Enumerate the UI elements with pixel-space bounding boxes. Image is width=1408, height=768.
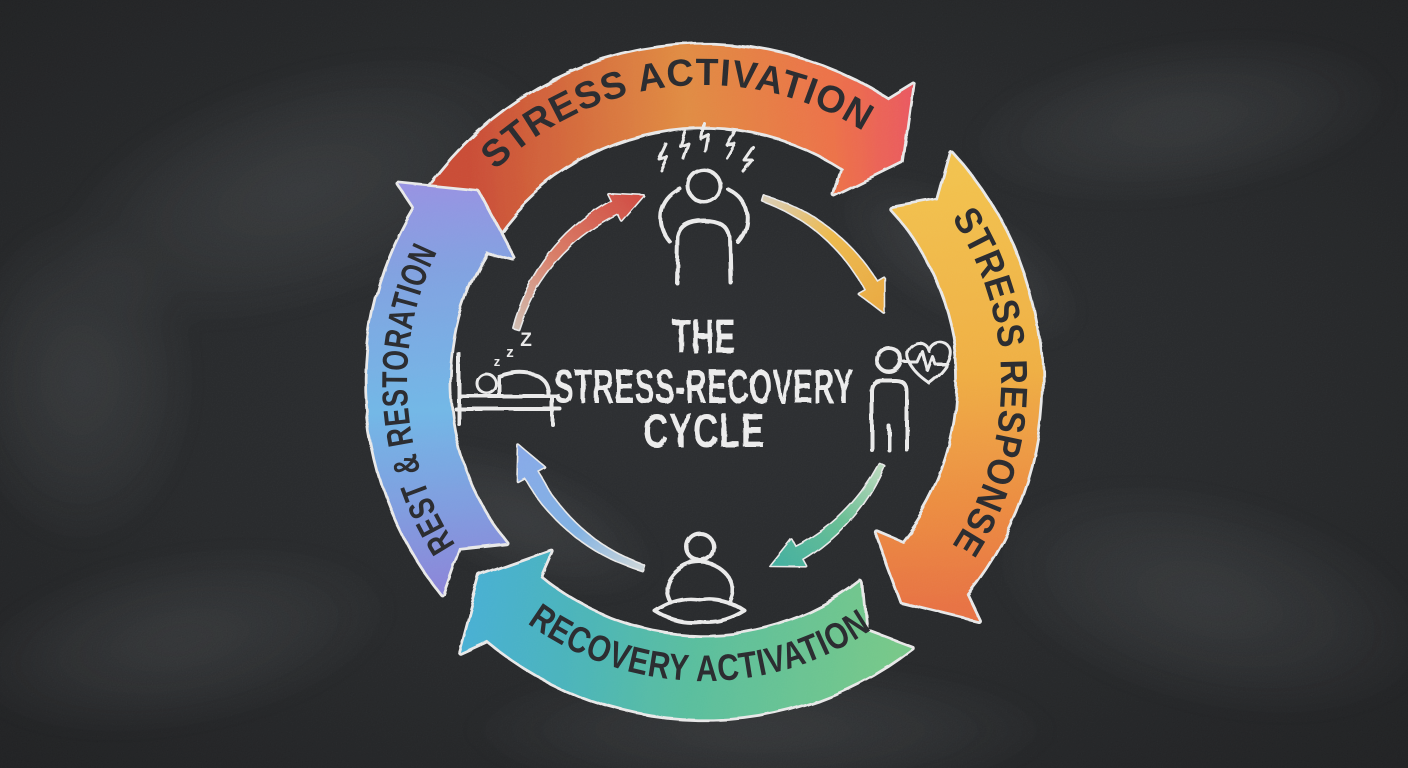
grain-overlay (0, 0, 1408, 768)
stress-recovery-cycle-diagram: STRESS ACTIVATION STRESS RESPONSE RECOVE… (0, 0, 1408, 768)
chalkboard-stage: STRESS ACTIVATION STRESS RESPONSE RECOVE… (0, 0, 1408, 768)
